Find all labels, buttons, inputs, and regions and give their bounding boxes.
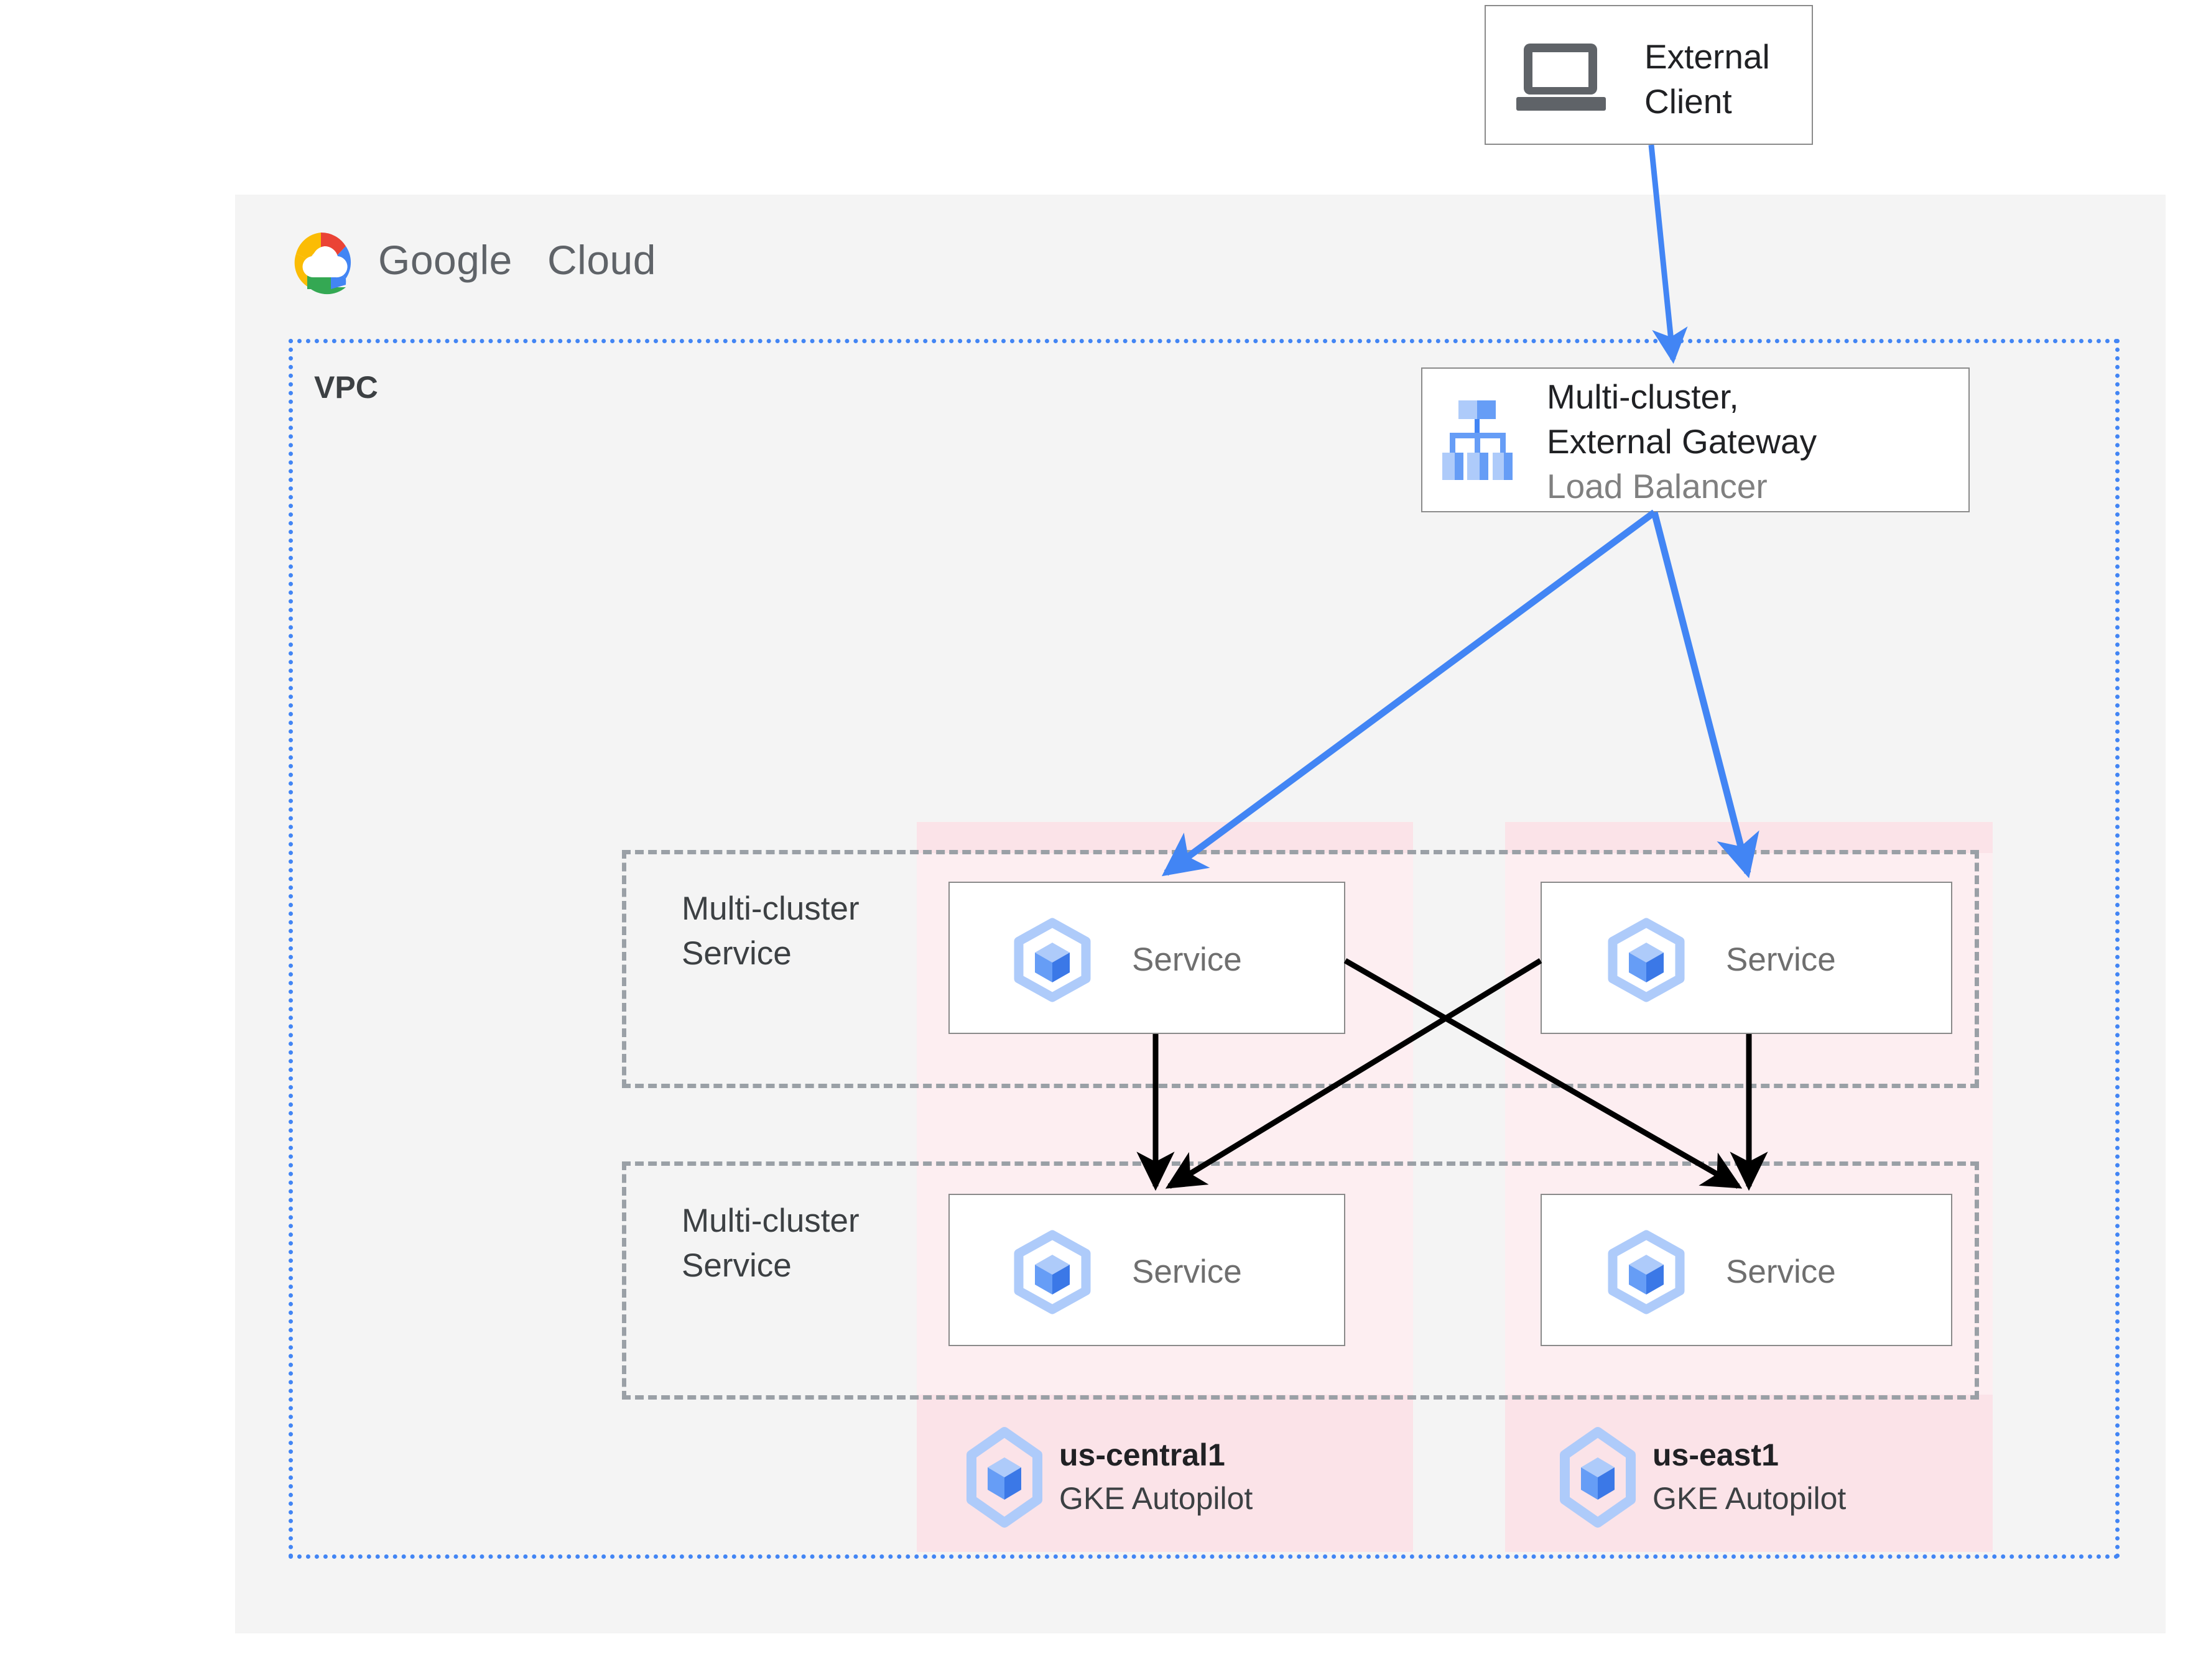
cluster-column-us-central1-top — [917, 822, 1413, 853]
external-client-label-line1: External — [1644, 37, 1770, 76]
google-cloud-logo-icon — [281, 229, 361, 295]
vpc-label: VPC — [314, 370, 378, 405]
kubernetes-service-icon — [1608, 918, 1685, 1002]
cluster-name-us-east1: us-east1 — [1652, 1438, 1779, 1472]
gke-cluster-icon — [1560, 1427, 1636, 1528]
service-label: Service — [1726, 941, 1836, 978]
gateway-title-line1: Multi-cluster, — [1547, 377, 1739, 416]
multi-cluster-service-group-1-label-line1: Multi-cluster — [682, 890, 860, 927]
vpc-boundary — [289, 339, 2120, 1559]
gateway-subtitle: Load Balancer — [1547, 467, 1768, 505]
gke-cluster-icon — [966, 1427, 1042, 1528]
service-label: Service — [1132, 1253, 1242, 1290]
brand-google: Google — [378, 237, 512, 283]
cluster-column-us-east1-top — [1505, 822, 1993, 853]
multi-cluster-service-group-1-label-line2: Service — [682, 935, 792, 972]
laptop-icon — [1511, 39, 1611, 113]
multi-cluster-service-group-2-label-line2: Service — [682, 1247, 792, 1284]
multi-cluster-service-group-2-label-line1: Multi-cluster — [682, 1202, 860, 1239]
service-label: Service — [1726, 1253, 1836, 1290]
cluster-name-us-central1: us-central1 — [1059, 1438, 1225, 1472]
kubernetes-service-icon — [1014, 918, 1091, 1002]
multi-cluster-gateway-node — [1421, 367, 1970, 512]
brand-cloud: Cloud — [547, 237, 656, 283]
external-client-label-line2: Client — [1644, 82, 1732, 121]
cluster-type-us-east1: GKE Autopilot — [1652, 1481, 1847, 1516]
load-balancer-icon — [1442, 400, 1515, 480]
kubernetes-service-icon — [1608, 1230, 1685, 1314]
kubernetes-service-icon — [1014, 1230, 1091, 1314]
gateway-title-line2: External Gateway — [1547, 422, 1817, 461]
cluster-type-us-central1: GKE Autopilot — [1059, 1481, 1253, 1516]
service-label: Service — [1132, 941, 1242, 978]
